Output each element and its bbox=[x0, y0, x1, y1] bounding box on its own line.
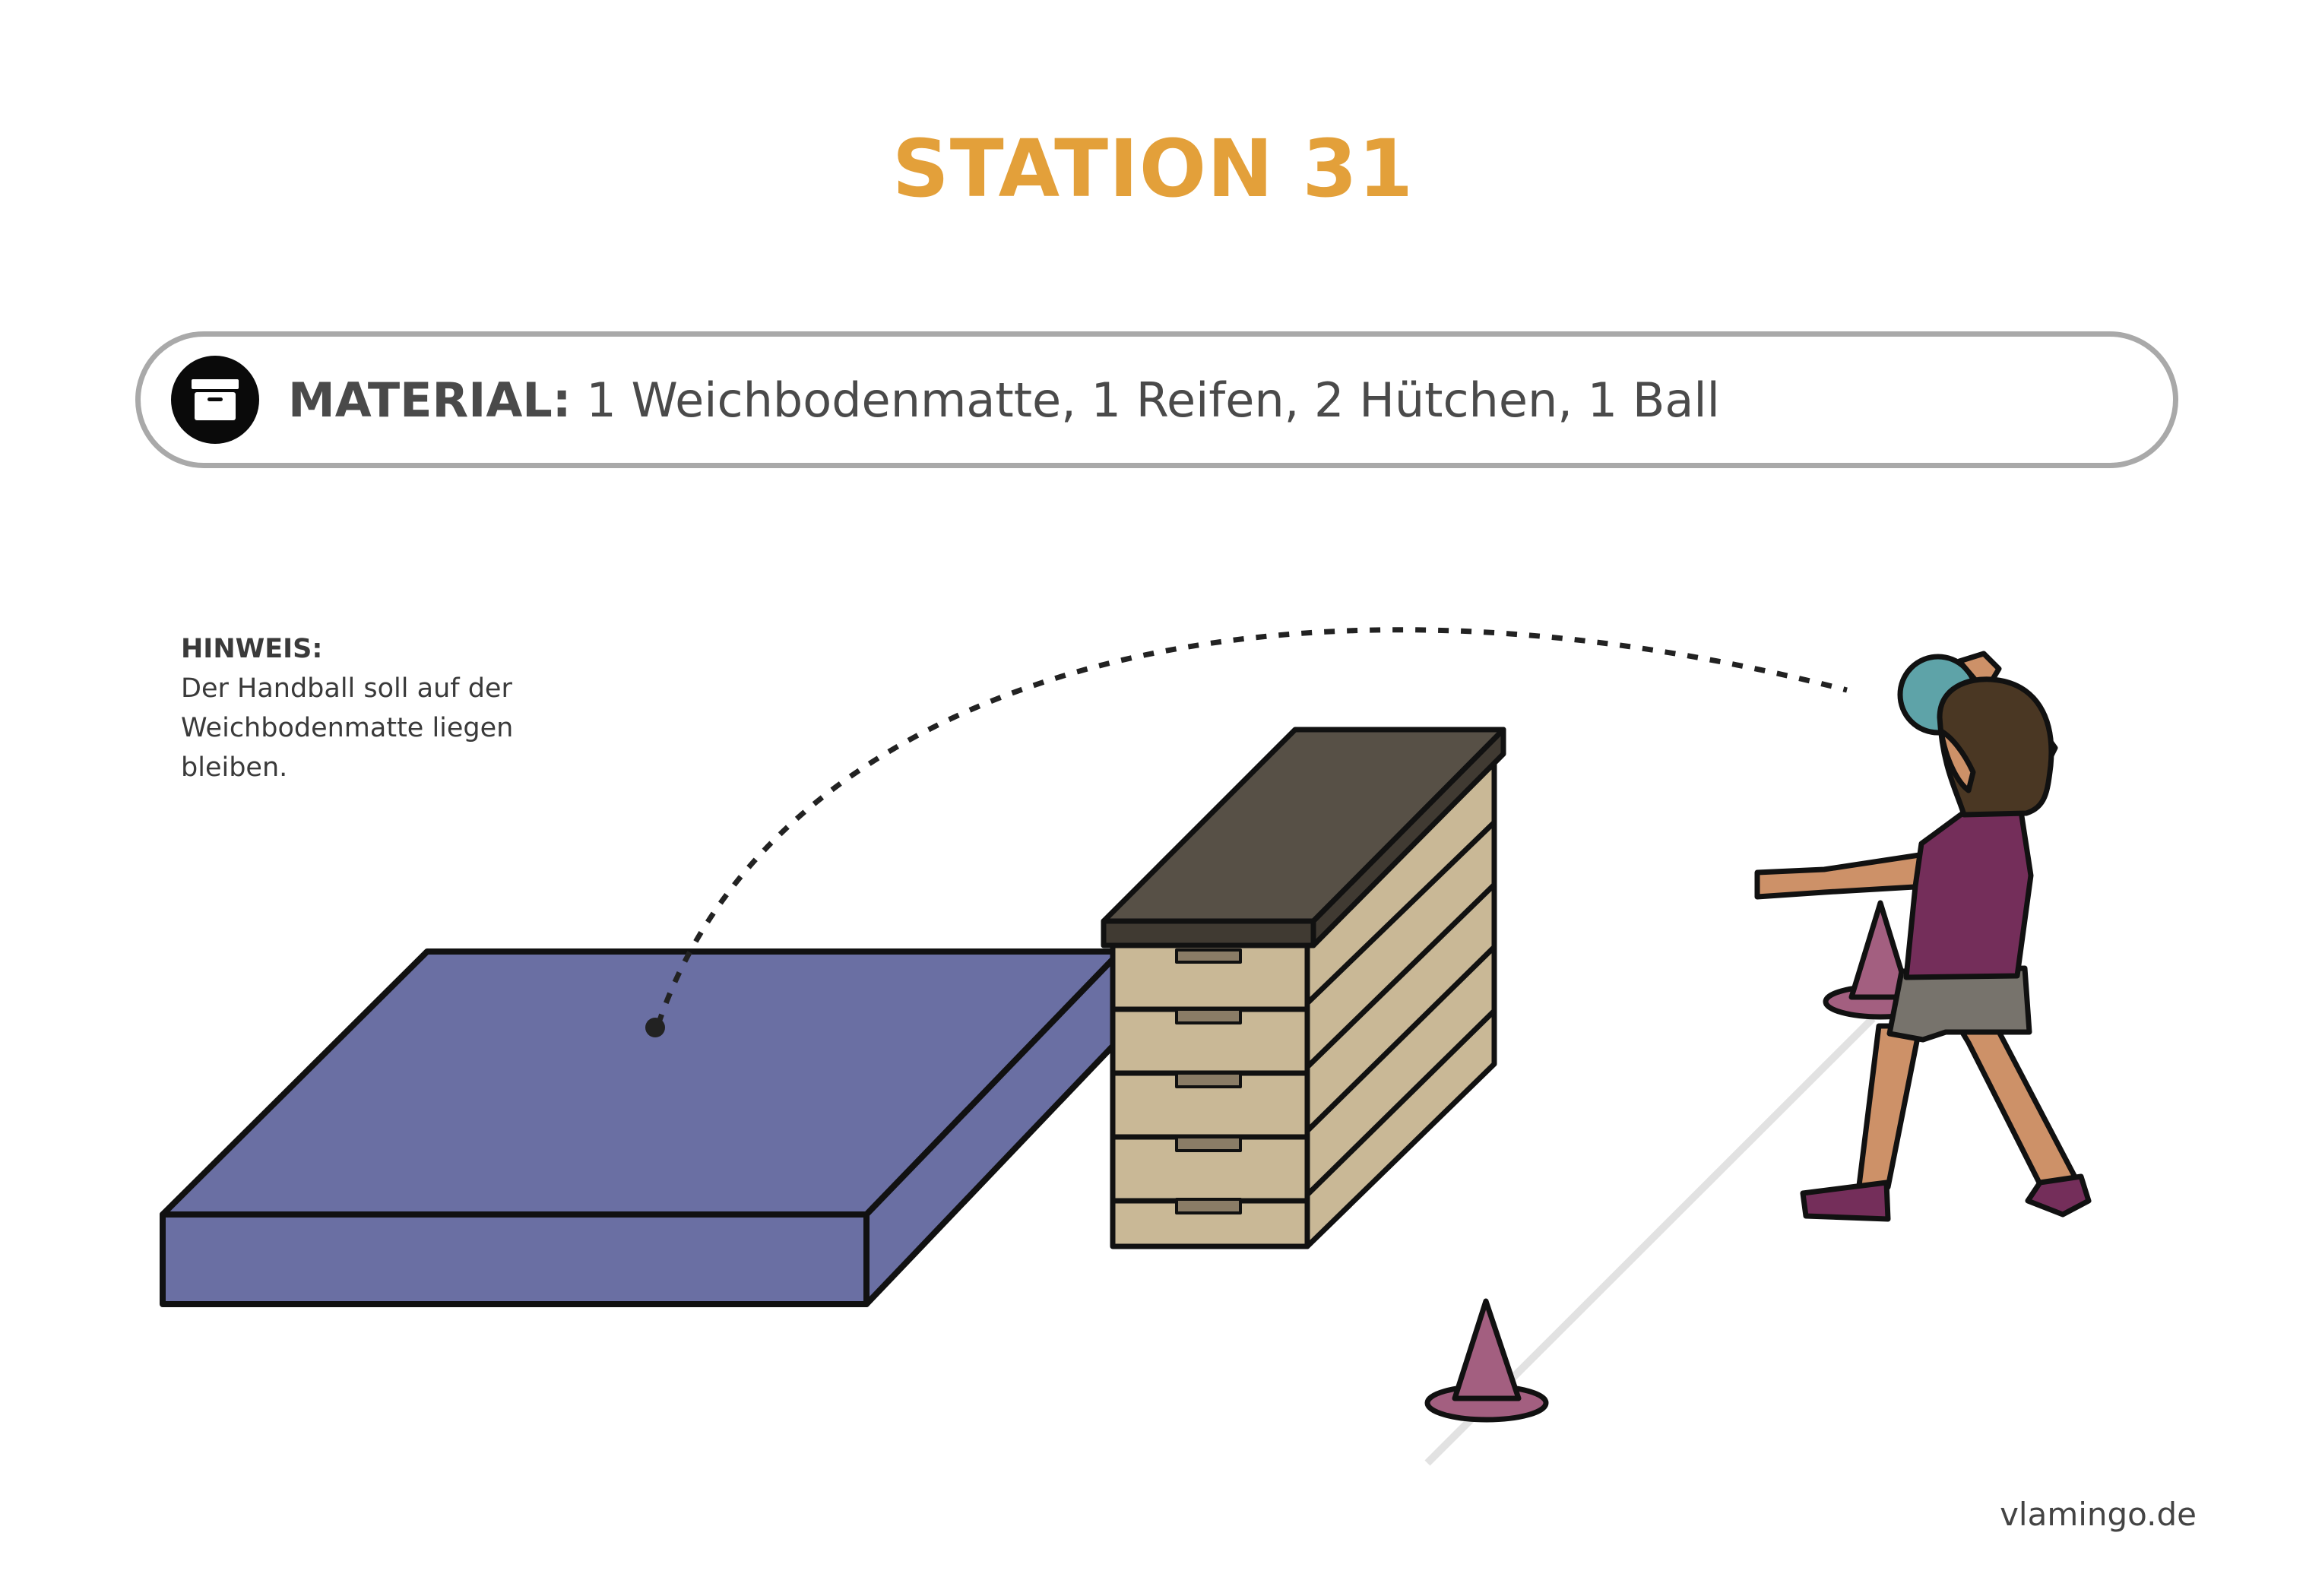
ball-landing-dot bbox=[645, 1018, 665, 1037]
box-handle bbox=[1175, 1135, 1242, 1152]
hint-label: HINWEIS: bbox=[181, 634, 323, 664]
box-handle bbox=[1175, 1008, 1242, 1024]
shoe bbox=[2025, 1173, 2092, 1218]
material-box: MATERIAL: 1 Weichbodenmatte, 1 Reifen, 2… bbox=[135, 331, 2178, 468]
vaulting-box bbox=[1101, 727, 1506, 1249]
archive-box-icon bbox=[171, 356, 259, 444]
cone-icon bbox=[1424, 1298, 1549, 1423]
box-handle bbox=[1175, 1072, 1242, 1088]
girl-throwing bbox=[1754, 651, 2092, 1222]
hint-note: HINWEIS: Der Handball soll auf der Weich… bbox=[181, 629, 607, 787]
brand-footer: vlamingo.de bbox=[2000, 1496, 2197, 1533]
hint-text: Der Handball soll auf der Weichbodenmatt… bbox=[181, 673, 514, 783]
mat-front bbox=[160, 1211, 870, 1307]
material-label: MATERIAL: bbox=[288, 372, 572, 428]
material-items: 1 Weichbodenmatte, 1 Reifen, 2 Hütchen, … bbox=[586, 372, 1720, 428]
shorts bbox=[1886, 965, 2032, 1043]
throw-trajectory bbox=[655, 627, 1848, 1026]
box-top-front bbox=[1101, 918, 1316, 948]
box-handle bbox=[1175, 948, 1242, 964]
shirt bbox=[1903, 793, 2034, 980]
material-text: MATERIAL: 1 Weichbodenmatte, 1 Reifen, 2… bbox=[288, 372, 1720, 428]
page-title: STATION 31 bbox=[892, 122, 1414, 215]
soft-mat bbox=[160, 948, 1123, 1307]
box-handle bbox=[1175, 1198, 1242, 1214]
shoe bbox=[1800, 1180, 1891, 1222]
